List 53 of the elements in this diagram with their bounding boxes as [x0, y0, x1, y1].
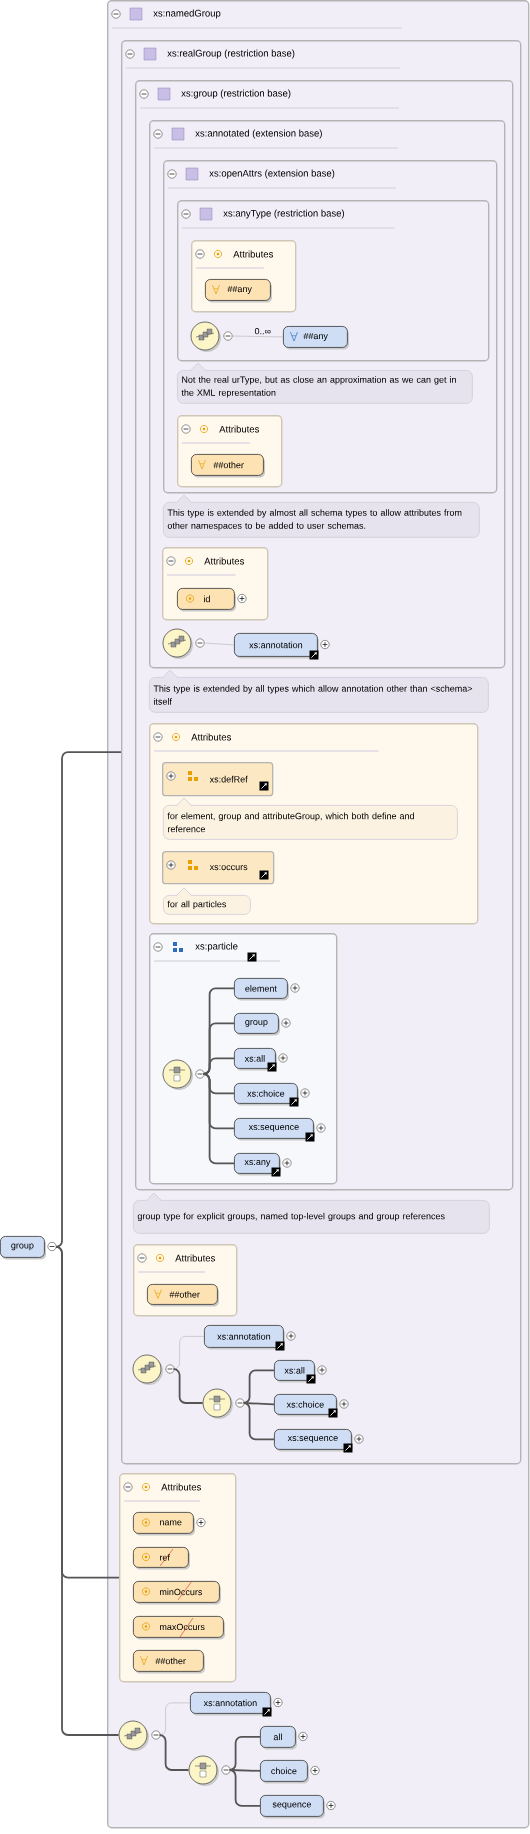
element-pill: group	[234, 1013, 280, 1036]
element-pill: choice	[260, 1760, 309, 1784]
connector	[243, 1402, 275, 1406]
attribute-pill: name	[133, 1512, 195, 1536]
connector	[204, 642, 235, 646]
element-pill: element	[234, 978, 289, 1001]
element-pill: xs:annotation	[234, 633, 319, 659]
comment-bubble: Not the real urType, but as close an approximation as we can get in the XML representation	[177, 362, 473, 404]
comment-bubble: group type for explicit groups, named top-level groups and group references	[133, 1192, 490, 1234]
element-pill: xs:all	[234, 1048, 277, 1071]
connector	[232, 335, 284, 338]
element-pill: ##any	[283, 326, 349, 350]
connector	[242, 1402, 275, 1441]
connector	[229, 1769, 261, 1772]
sequence-symbol	[118, 1720, 161, 1751]
attribute-pill: ref	[133, 1547, 190, 1570]
attribute-pill: ##other	[191, 454, 265, 478]
element-pill: xs:all	[274, 1360, 316, 1383]
sequence-symbol	[132, 1354, 175, 1385]
attribute-group-box: xs:defRef	[162, 762, 274, 797]
sequence-symbol	[190, 321, 233, 352]
sequence-symbol	[162, 628, 205, 659]
element-pill: sequence	[260, 1795, 325, 1819]
attribute-group-box: xs:occurs	[162, 851, 275, 885]
element-pill: xs:sequence	[274, 1429, 353, 1452]
element-pill: xs:any	[234, 1153, 281, 1176]
comment-bubble: for element, group and attributeGroup, which both define and reference	[163, 797, 458, 840]
attribute-pill: ##other	[147, 1284, 219, 1307]
connector	[228, 1769, 261, 1807]
comment-bubble: This type is extended by all types which allow annotation other than <schema> itself	[149, 669, 489, 713]
element-pill: xs:annotation	[190, 1692, 272, 1716]
choice-symbol	[162, 1059, 205, 1090]
attribute-pill: ##other	[133, 1650, 205, 1674]
attribute-pill: minOccurs	[133, 1581, 221, 1605]
connector	[173, 1336, 205, 1370]
attribute-pill: ##any	[205, 279, 272, 303]
comment-bubble: for all particles	[163, 887, 251, 915]
element-pill: xs:annotation	[204, 1325, 285, 1350]
connector	[55, 1246, 120, 1736]
connector	[55, 751, 122, 1248]
attribute-pill: maxOccurs	[133, 1616, 225, 1640]
attribute-pill: id	[177, 588, 236, 612]
choice-symbol	[202, 1388, 245, 1419]
choice-symbol	[188, 1755, 231, 1786]
element-pill: all	[260, 1726, 297, 1750]
element-pill: xs:choice	[234, 1083, 299, 1106]
connector	[202, 1073, 235, 1165]
connector	[159, 1702, 191, 1736]
element-pill: xs:sequence	[234, 1118, 315, 1141]
edge-label: 0..∞	[253, 327, 272, 336]
element-pill: xs:choice	[274, 1394, 338, 1417]
element-pill: group	[0, 1236, 57, 1260]
comment-bubble: This type is extended by almost all schema types to allow attributes from other namespaces to be added to user schemas.	[163, 494, 480, 538]
